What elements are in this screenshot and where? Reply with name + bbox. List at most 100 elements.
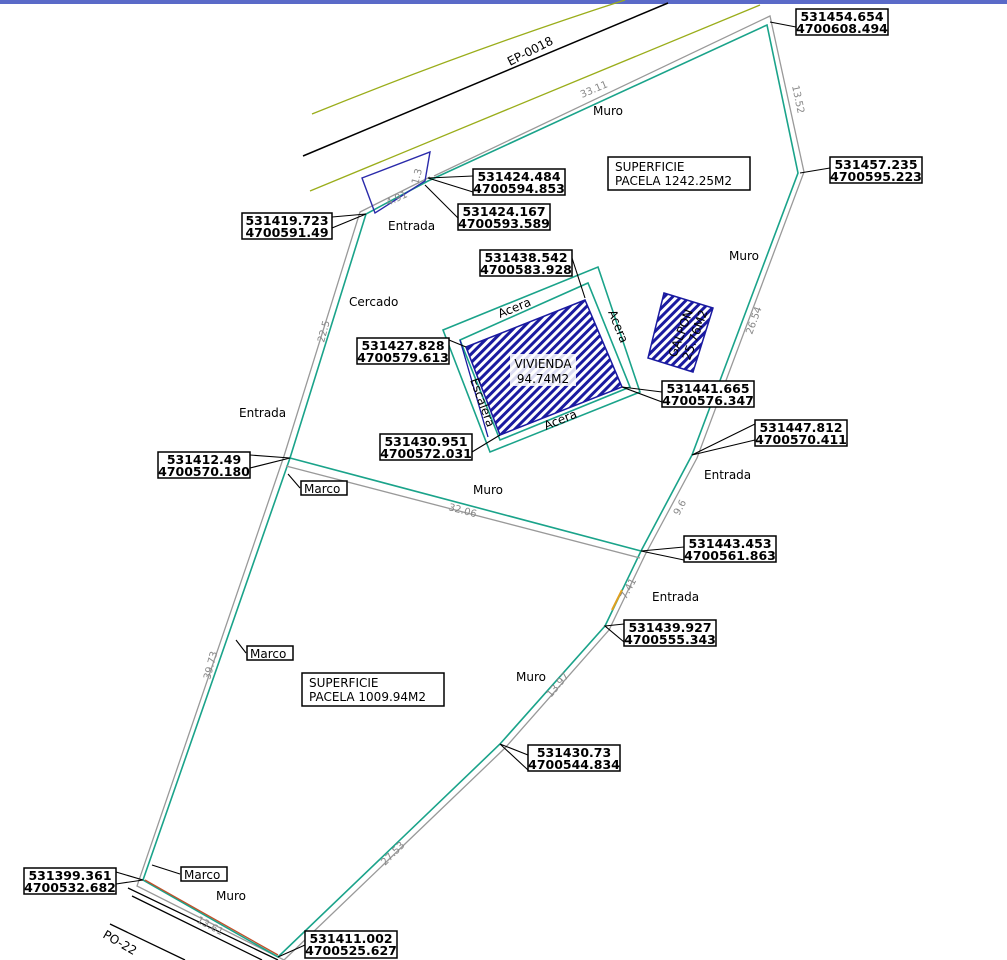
label-muro: Muro bbox=[593, 104, 623, 118]
dimension-label: 4.91 bbox=[385, 189, 410, 208]
acera-label: Acera bbox=[605, 308, 631, 345]
dimension-label: 1.3 bbox=[410, 168, 425, 186]
gate-segment bbox=[611, 589, 623, 611]
acera-inner bbox=[458, 281, 632, 442]
svg-text:4700595.223: 4700595.223 bbox=[830, 169, 922, 184]
svg-text:531447.812: 531447.812 bbox=[759, 420, 842, 435]
svg-text:4700570.411: 4700570.411 bbox=[755, 432, 847, 447]
road-edge-line bbox=[311, 0, 626, 115]
svg-text:Marco: Marco bbox=[250, 647, 286, 661]
svg-text:531424.484: 531424.484 bbox=[477, 169, 560, 184]
vivienda-name: VIVIENDA bbox=[514, 357, 572, 371]
svg-text:4700579.613: 4700579.613 bbox=[357, 350, 449, 365]
road-label-po22: PO-22 bbox=[101, 927, 140, 957]
svg-text:531441.665: 531441.665 bbox=[666, 381, 749, 396]
svg-text:531412.49: 531412.49 bbox=[167, 452, 241, 467]
svg-text:531454.654: 531454.654 bbox=[800, 9, 883, 24]
marco-label: Marco bbox=[235, 639, 294, 661]
road-centerline bbox=[302, 2, 669, 157]
label-entrada: Entrada bbox=[388, 219, 435, 233]
label-muro: Muro bbox=[729, 249, 759, 263]
acera-outer bbox=[441, 265, 641, 454]
svg-text:531438.542: 531438.542 bbox=[484, 250, 567, 265]
dimension-label: 32.06 bbox=[447, 502, 478, 520]
galpon-building bbox=[647, 292, 714, 373]
bottom-road-lines bbox=[109, 887, 279, 960]
dimension-label: 27.53 bbox=[379, 840, 407, 868]
svg-text:531411.002: 531411.002 bbox=[309, 931, 392, 946]
label-cercado: Cercado bbox=[349, 295, 398, 309]
svg-text:531457.235: 531457.235 bbox=[834, 157, 917, 172]
svg-text:SUPERFICIE: SUPERFICIE bbox=[615, 160, 685, 174]
dimension-label: 7.41 bbox=[619, 577, 639, 602]
svg-text:531427.828: 531427.828 bbox=[361, 338, 444, 353]
svg-text:4700591.49: 4700591.49 bbox=[245, 225, 328, 240]
label-muro: Muro bbox=[216, 889, 246, 903]
top-frame-bar bbox=[0, 0, 1007, 4]
area-box-upper: SUPERFICIE PACELA 1242.25M2 bbox=[607, 156, 751, 191]
svg-text:4700572.031: 4700572.031 bbox=[380, 446, 472, 461]
dimension-label: 13.52 bbox=[789, 84, 806, 114]
label-entrada: Entrada bbox=[239, 406, 286, 420]
label-entrada: Entrada bbox=[704, 468, 751, 482]
svg-text:531419.723: 531419.723 bbox=[245, 213, 328, 228]
svg-text:531443.453: 531443.453 bbox=[688, 536, 771, 551]
road-label-ep0018: EP-0018 bbox=[505, 34, 555, 69]
svg-text:531424.167: 531424.167 bbox=[462, 204, 545, 219]
svg-text:531399.361: 531399.361 bbox=[28, 868, 111, 883]
vivienda-area: 94.74M2 bbox=[517, 372, 569, 386]
svg-text:4700525.627: 4700525.627 bbox=[305, 943, 397, 958]
escalera-line bbox=[459, 339, 489, 438]
svg-text:4700608.494: 4700608.494 bbox=[796, 21, 888, 36]
dimension-label: 26.54 bbox=[744, 305, 764, 336]
svg-text:531430.951: 531430.951 bbox=[384, 434, 467, 449]
svg-text:4700576.347: 4700576.347 bbox=[662, 393, 754, 408]
parcel-boundary bbox=[142, 23, 799, 958]
svg-text:4700561.863: 4700561.863 bbox=[684, 548, 776, 563]
area-box-lower: SUPERFICIE PACELA 1009.94M2 bbox=[301, 672, 445, 707]
svg-text:Marco: Marco bbox=[184, 868, 220, 882]
svg-text:PACELA 1242.25M2: PACELA 1242.25M2 bbox=[615, 174, 732, 188]
dimension-label: 33.11 bbox=[579, 79, 610, 100]
vivienda-label-bg bbox=[510, 354, 576, 386]
svg-text:531430.73: 531430.73 bbox=[537, 745, 611, 760]
entrance-area bbox=[361, 150, 431, 215]
marco-label: Marco bbox=[287, 473, 348, 496]
road-edge-line bbox=[309, 4, 761, 192]
svg-text:SUPERFICIE: SUPERFICIE bbox=[309, 676, 379, 690]
svg-text:4700583.928: 4700583.928 bbox=[480, 262, 572, 277]
label-entrada: Entrada bbox=[652, 590, 699, 604]
wall-segment bbox=[144, 879, 279, 956]
svg-text:4700593.589: 4700593.589 bbox=[458, 216, 550, 231]
svg-text:PACELA 1009.94M2: PACELA 1009.94M2 bbox=[309, 690, 426, 704]
svg-text:4700544.834: 4700544.834 bbox=[528, 757, 620, 772]
label-muro: Muro bbox=[516, 670, 546, 684]
svg-text:Marco: Marco bbox=[304, 482, 340, 496]
divider-boundary bbox=[289, 457, 642, 552]
marco-label: Marco bbox=[151, 864, 228, 882]
svg-text:4700555.343: 4700555.343 bbox=[624, 632, 716, 647]
svg-text:4700570.180: 4700570.180 bbox=[158, 464, 250, 479]
acera-label: Acera bbox=[496, 295, 533, 321]
dimension-label: 13.97 bbox=[545, 671, 572, 700]
svg-text:531439.927: 531439.927 bbox=[628, 620, 711, 635]
svg-text:4700532.682: 4700532.682 bbox=[24, 880, 116, 895]
parcel-offset-line bbox=[136, 15, 805, 960]
svg-text:4700594.853: 4700594.853 bbox=[473, 181, 565, 196]
